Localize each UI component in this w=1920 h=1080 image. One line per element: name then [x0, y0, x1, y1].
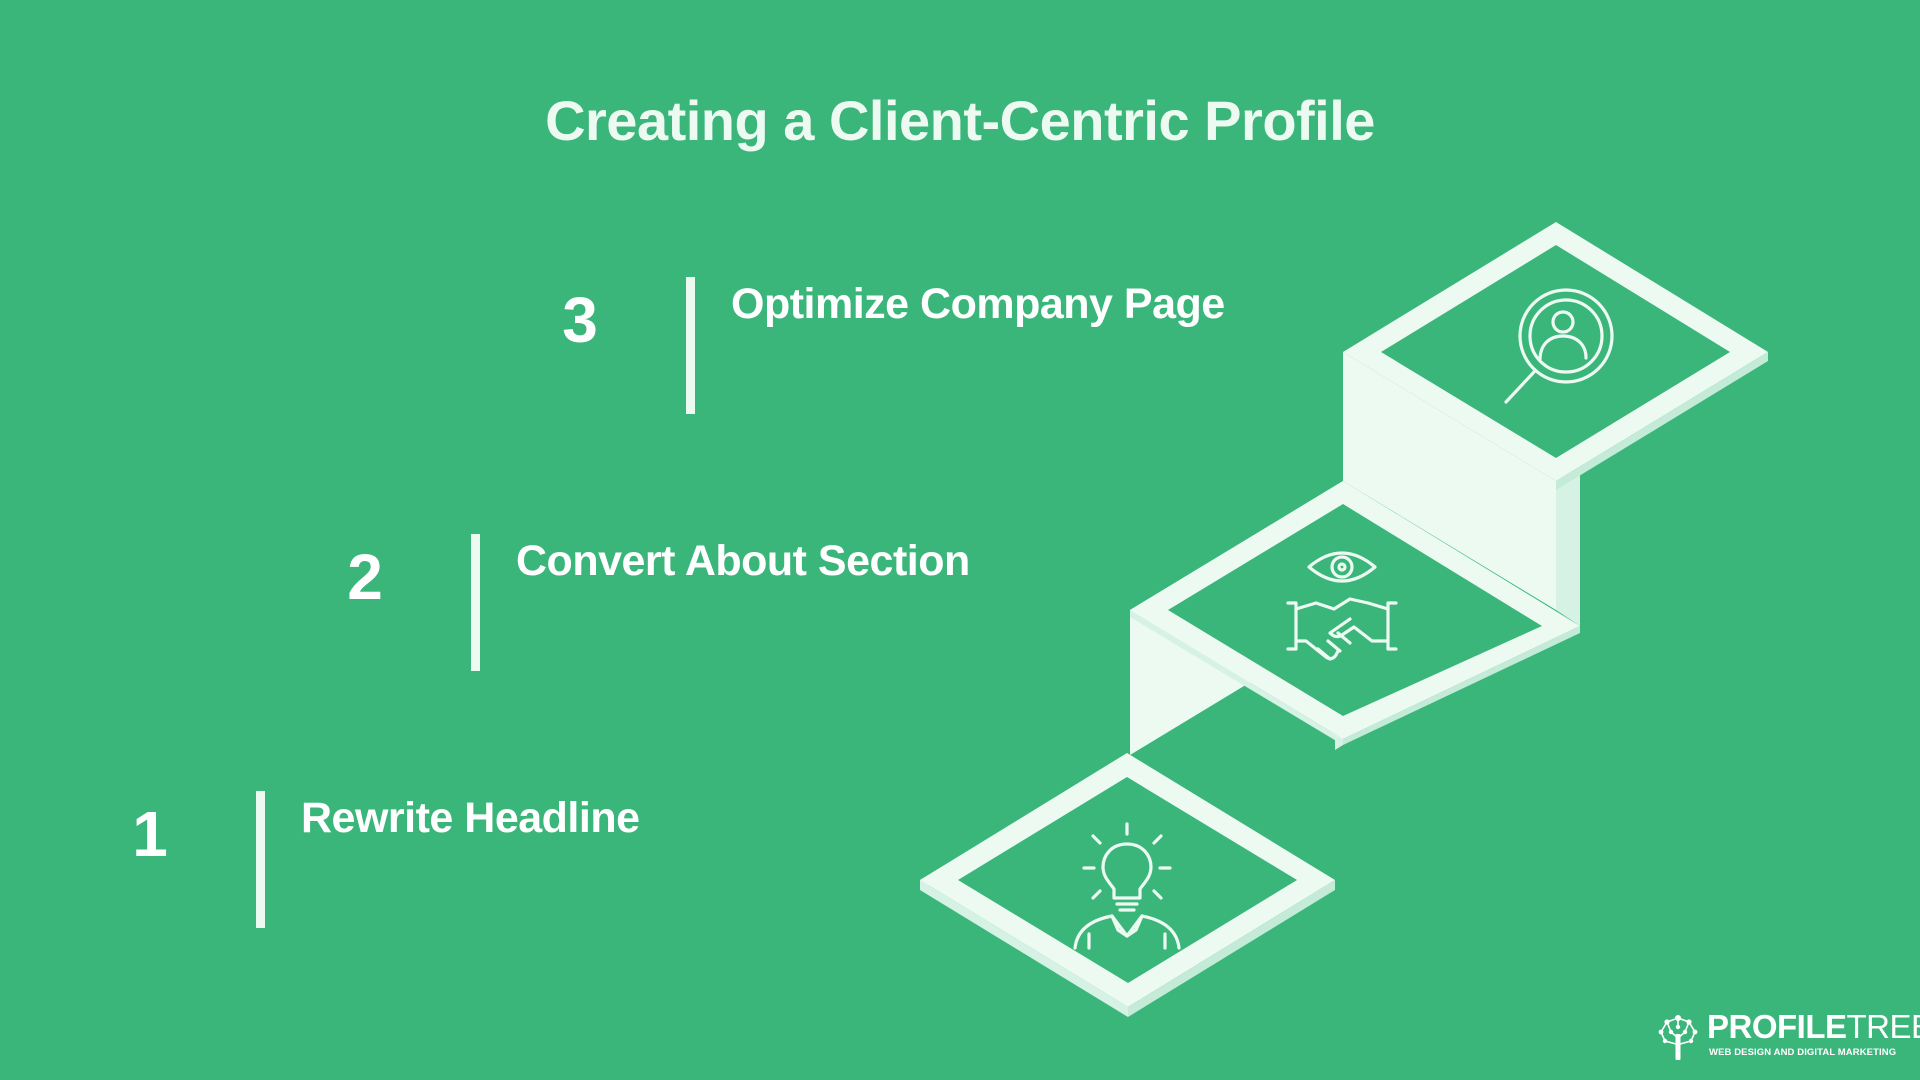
logo-tagline: WEB DESIGN AND DIGITAL MARKETING	[1709, 1047, 1897, 1058]
step-2-divider	[471, 534, 480, 671]
step-1-label: Rewrite Headline	[301, 794, 640, 842]
stair-block-1	[920, 753, 1335, 1017]
profiletree-logo: PROFILETREE WEB DESIGN AND DIGITAL MARKE…	[1655, 1010, 1920, 1062]
tree-logo-icon	[1658, 1015, 1698, 1060]
page-title: Creating a Client-Centric Profile	[545, 89, 1375, 152]
step-3-number: 3	[562, 284, 598, 356]
logo-wordmark: PROFILETREE	[1707, 1008, 1920, 1045]
step-1-divider	[256, 791, 265, 928]
step-1-number: 1	[132, 798, 168, 870]
step-3-label: Optimize Company Page	[731, 280, 1225, 328]
step-2-label: Convert About Section	[516, 537, 970, 585]
step-2-number: 2	[347, 541, 383, 613]
stair-block-3	[1343, 222, 1768, 626]
stair-block-2	[1130, 481, 1580, 755]
step-3-divider	[686, 277, 695, 414]
